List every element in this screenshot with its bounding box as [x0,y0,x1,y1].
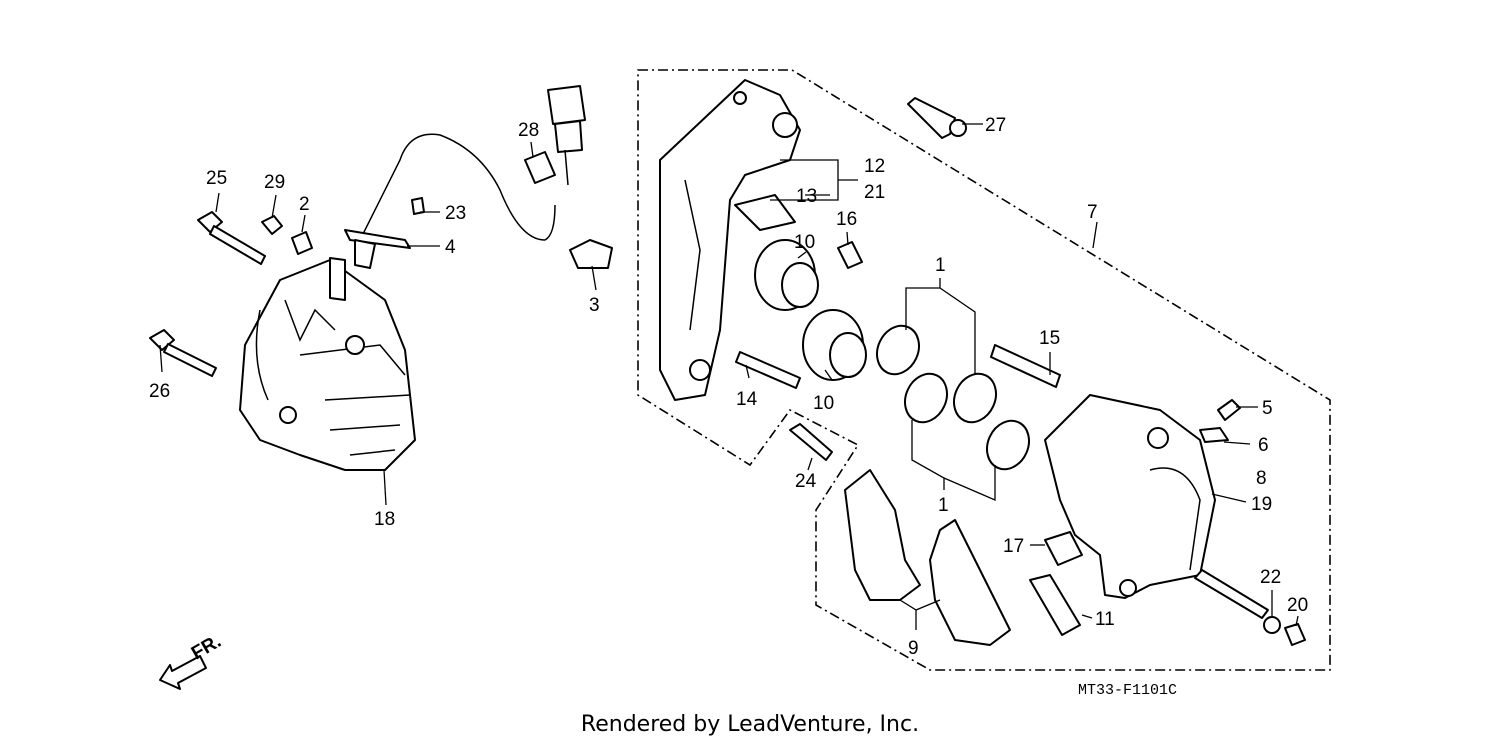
label-10-lower: 10 [813,393,834,414]
clamp-3 [569,239,613,269]
front-direction-arrow: FR. [159,631,225,690]
label-4: 4 [445,237,456,258]
label-9: 9 [908,638,919,659]
label-25: 25 [206,168,227,189]
bolt-25 [197,211,266,265]
bolt-27 [907,97,967,139]
clip-2 [291,231,313,255]
nut-29 [261,215,283,235]
label-19: 19 [1251,494,1272,515]
label-7: 7 [1087,202,1098,223]
sensor-cable [344,85,586,269]
label-1-lower: 1 [938,495,949,516]
label-14: 14 [736,389,758,410]
clip-11 [1029,574,1081,636]
label-22: 22 [1260,567,1281,588]
label-3: 3 [589,295,600,316]
bleeder-5 [1217,399,1241,421]
spring-13 [734,194,796,231]
nut-20 [1284,623,1306,646]
label-23: 23 [445,203,466,224]
label-15: 15 [1039,328,1060,349]
label-28: 28 [518,120,539,141]
caliper-bracket [659,79,801,401]
label-11: 11 [1095,609,1115,630]
part-labels: 25 29 2 4 23 28 3 26 18 27 12 21 13 7 16… [149,115,1308,699]
brake-pads-9 [844,469,1011,646]
label-8: 8 [1256,468,1267,489]
label-20: 20 [1287,595,1308,616]
label-17: 17 [1003,536,1024,557]
label-18: 18 [374,509,395,530]
seals-1 [876,324,1030,471]
label-6: 6 [1258,435,1269,456]
pin-15 [990,344,1061,388]
label-24: 24 [795,471,817,492]
right-caliper-body [1044,394,1216,599]
bleeder-16 [837,241,863,269]
pistons-10 [754,239,867,381]
label-1-upper: 1 [935,255,946,276]
label-10-upper: 10 [794,232,815,253]
label-29: 29 [264,172,285,193]
label-27: 27 [985,115,1006,136]
label-21: 21 [864,182,885,203]
bushing-17 [1044,531,1083,566]
label-13: 13 [796,186,817,207]
label-26: 26 [149,381,170,402]
clamp-28 [524,151,556,184]
assembly-boundary [637,69,1331,671]
label-5: 5 [1262,398,1273,419]
pin-14 [735,351,801,389]
label-16: 16 [836,209,857,230]
bolt-26 [149,329,217,377]
pin-22 [1194,569,1281,634]
label-2: 2 [299,194,310,215]
label-12: 12 [864,156,885,177]
footer-credit: Rendered by LeadVenture, Inc. [580,712,920,737]
leader-lines [159,123,1299,630]
bolt-24 [789,423,833,461]
cap-6 [1199,427,1229,443]
diagram-code: MT33-F1101C [1078,682,1177,699]
left-caliper-assembly [239,257,416,471]
